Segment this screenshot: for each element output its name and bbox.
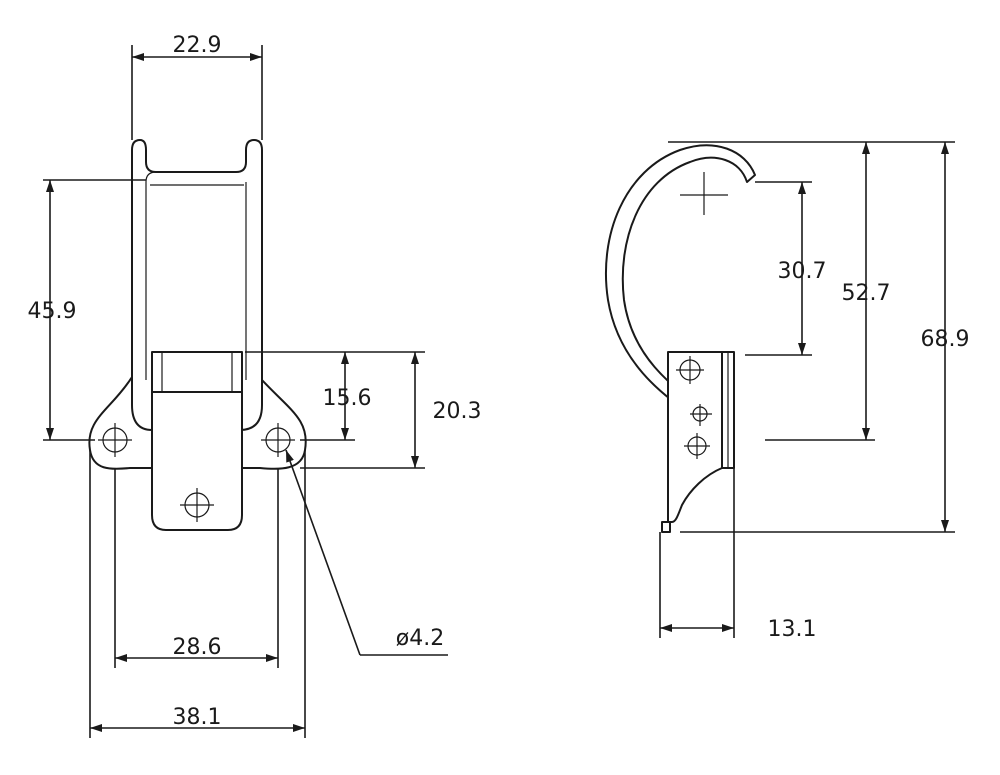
side-hole-bottom — [684, 433, 710, 459]
side-view — [604, 144, 756, 533]
dim-overall-width: 38.1 — [173, 705, 222, 730]
dim-hook-offset: 30.7 — [778, 259, 827, 284]
dim-hinge-height: 15.6 — [323, 386, 372, 411]
front-tongue-plate — [151, 391, 243, 531]
front-hole-right — [261, 423, 295, 457]
dim-hook-height: 52.7 — [842, 281, 891, 306]
front-hole-left — [98, 423, 132, 457]
dim-hole-spacing: 28.6 — [173, 635, 222, 660]
side-hole-mid — [690, 404, 712, 426]
side-dimensions: 30.7 52.7 68.9 13.1 — [659, 141, 970, 642]
front-hinge-barrel — [151, 351, 243, 393]
front-view — [88, 139, 307, 531]
dim-height-left: 45.9 — [28, 299, 77, 324]
side-hook-center-mark — [680, 172, 728, 215]
dim-side-depth: 13.1 — [768, 617, 817, 642]
front-hole-tongue — [180, 488, 214, 522]
dim-base-height: 20.3 — [433, 399, 482, 424]
dim-hole-diameter: ø4.2 — [396, 626, 444, 651]
front-wire-loop-outer — [131, 139, 263, 431]
front-wire-loop-inner — [145, 171, 247, 380]
side-hook — [604, 144, 756, 421]
side-hole-top — [676, 356, 704, 384]
dim-overall-height: 68.9 — [921, 327, 970, 352]
dim-top-width: 22.9 — [173, 33, 222, 58]
front-dimensions: 22.9 45.9 15.6 20.3 28.6 38.1 ø4.2 — [28, 33, 482, 738]
